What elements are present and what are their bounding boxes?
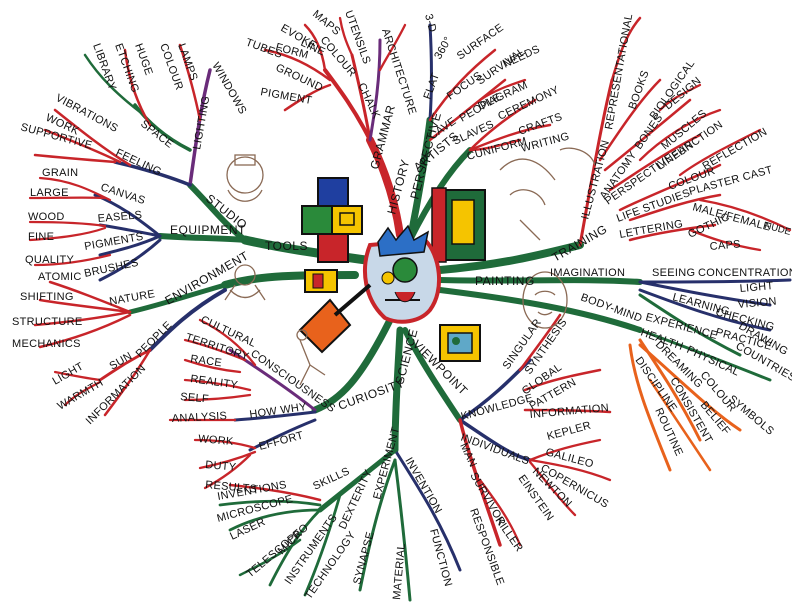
abstract-sketch-icon (499, 147, 596, 241)
label-tubes: TUBES (244, 37, 284, 61)
branch-imagination (437, 277, 643, 285)
branch-history (366, 136, 404, 239)
label-knowledge: KNOWLEDGE (460, 392, 535, 423)
label-360: 360° (432, 35, 454, 62)
book-icon (431, 187, 486, 263)
label-routine: ROUTINE (652, 406, 685, 458)
label-easels: EASELS (97, 209, 142, 225)
dancer-sketch-icon (296, 329, 326, 386)
label-architecture: ARCHITECTURE (379, 27, 418, 116)
label-pigment: PIGMENT (259, 86, 313, 107)
label-caps: CAPS (709, 238, 741, 253)
label-light-imag: LIGHT (739, 280, 774, 295)
label-light-env: LIGHT (51, 360, 86, 387)
label-people-env: PEOPLE (134, 319, 175, 360)
label-surface: SURFACE (455, 22, 506, 63)
label-reality: REALITY (190, 373, 240, 392)
label-work-curiosity: WORK (198, 433, 235, 448)
branch-viewpoint (402, 327, 463, 423)
label-equipment: EQUIPMENT (170, 223, 246, 237)
picture-frame-icon (439, 324, 481, 362)
label-representational: REPRESENTATIONAL (603, 13, 635, 131)
head-icon (363, 224, 442, 324)
label-results: RESULTS (205, 479, 258, 495)
branch-tools (240, 235, 385, 267)
label-material: MATERIAL (391, 543, 408, 600)
branches (28, 16, 792, 602)
brush-icon (298, 283, 372, 354)
label-analysis: ANALYSIS (172, 410, 228, 425)
label-shifting: SHIFTING (20, 291, 74, 303)
label-quality: QUALITY (25, 254, 75, 266)
label-sun: SUN (108, 350, 135, 372)
label-people-persp: PEOPLE (458, 91, 504, 124)
label-structure: STRUCTURE (12, 316, 83, 328)
paint-box-icon (304, 269, 338, 293)
label-wood: WOOD (28, 211, 65, 223)
cube-net-icon (301, 177, 363, 263)
label-fine: FINE (28, 231, 54, 243)
label-kepler: KEPLER (546, 420, 593, 443)
label-how-why: HOW WHY (249, 401, 308, 421)
branch-training (436, 241, 584, 274)
branch-studio (187, 182, 248, 243)
label-canvas: CANVAS (99, 181, 147, 207)
branch-equipment (157, 233, 248, 243)
label-grain: GRAIN (42, 167, 78, 179)
label-books: BOOKS (627, 69, 652, 111)
branch-science (391, 326, 404, 454)
label-imagination: IMAGINATION (550, 267, 625, 279)
label-duty: DUTY (205, 459, 237, 474)
label-huge: HUGE (132, 42, 155, 77)
label-atomic: ATOMIC (38, 271, 82, 283)
label-space: SPACE (138, 118, 175, 151)
label-mechanics: MECHANICS (12, 338, 81, 350)
label-symbols: SYMBOLS (726, 393, 776, 438)
figure-sketch-icon (224, 264, 266, 301)
label-function-sci: FUNCTION (427, 528, 454, 588)
branch-curiosity (311, 316, 394, 414)
label-tools: TOOLS (265, 239, 308, 253)
label-seeing: SEEING (652, 267, 695, 279)
label-training: TRAINING (550, 222, 610, 265)
label-vision: VISION (737, 296, 777, 311)
central-image (298, 177, 486, 362)
bust-sketch-icon (226, 154, 264, 202)
label-3d: 3-D (422, 13, 438, 34)
sketch-doodles (224, 147, 596, 386)
label-concentration: CONCENTRATION (698, 267, 792, 279)
branch-body-mind (437, 287, 643, 333)
label-lighting: LIGHTING (191, 95, 212, 151)
label-windows: WINDOWS (209, 61, 248, 117)
face-sketch-icon (522, 271, 568, 329)
label-large: LARGE (30, 187, 69, 199)
label-invention: INVENTION (402, 456, 444, 516)
label-effort: EFFORT (258, 430, 305, 453)
branch-perspective (406, 116, 434, 244)
label-painting: PAINTING (475, 274, 535, 288)
label-flat: FLAT (422, 71, 443, 101)
label-self: SELF (180, 391, 210, 405)
label-information-env: INFORMATION (84, 362, 149, 427)
label-nude: NUDE (763, 220, 792, 238)
label-pigments: PIGMENTS (83, 231, 144, 253)
label-race: RACE (190, 353, 223, 369)
